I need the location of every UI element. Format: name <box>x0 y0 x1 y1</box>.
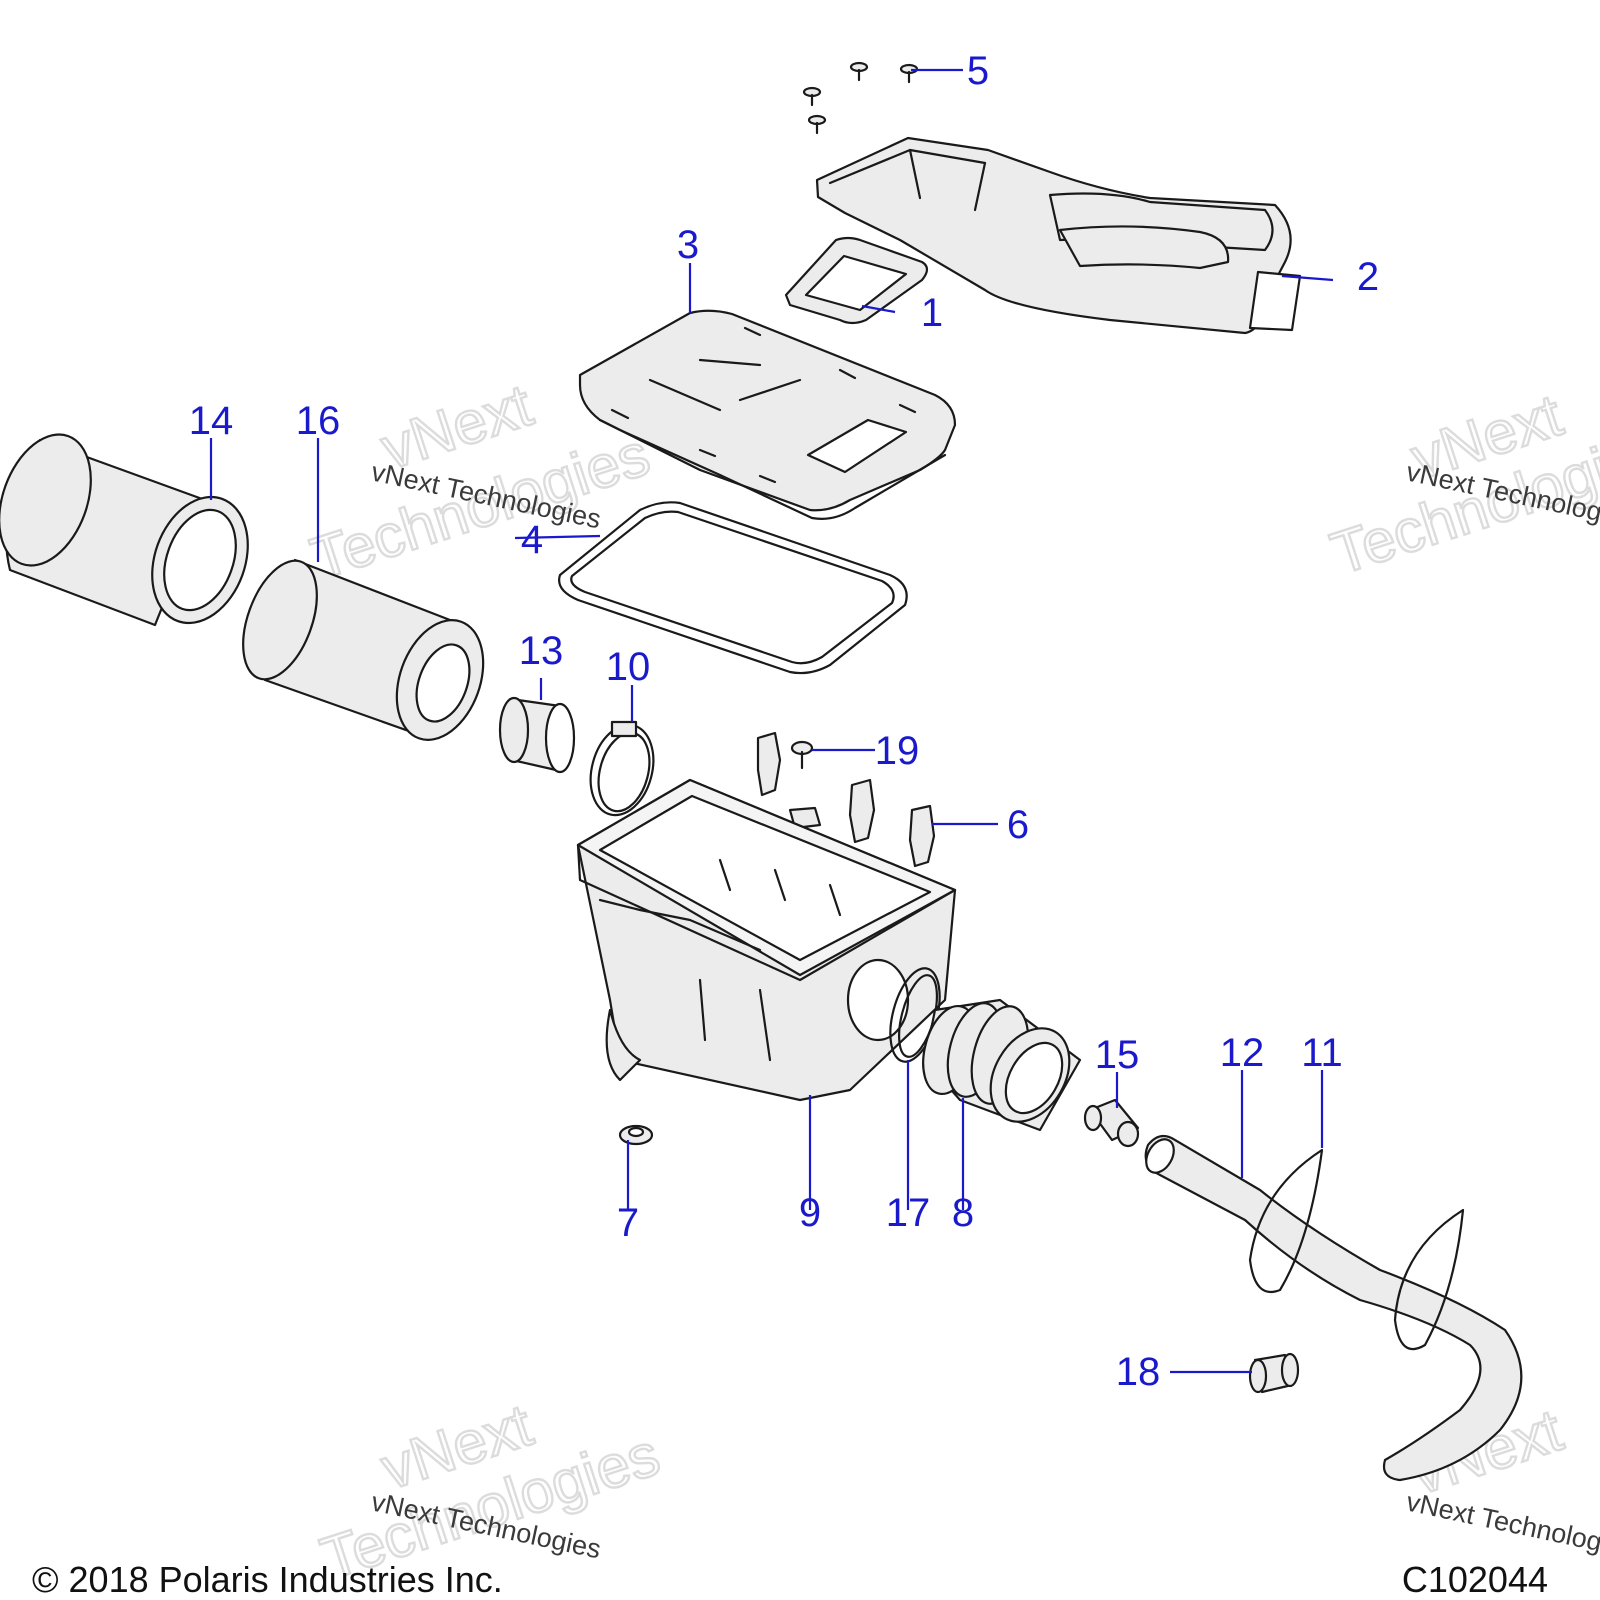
part-screw-19 <box>790 740 814 770</box>
footer: © 2018 Polaris Industries Inc. C102044 <box>32 1559 1548 1600</box>
part-hose-clamp <box>589 720 655 817</box>
leader-lines <box>209 68 1334 1374</box>
part-tie-straps <box>1248 1148 1465 1351</box>
part-vent-hose <box>1144 1134 1523 1482</box>
callout-number: 7 <box>617 1201 639 1245</box>
part-coupler <box>498 696 576 774</box>
part-airbox-cover <box>578 309 957 520</box>
part-airbox-housing <box>576 778 957 1102</box>
callout-number: 18 <box>1116 1350 1161 1394</box>
part-cover-gasket <box>558 501 908 675</box>
callout-number: 1 <box>921 291 943 335</box>
part-air-filter <box>242 558 485 741</box>
callout-number: 13 <box>519 629 564 673</box>
part-duct-seal <box>784 236 929 325</box>
callout-number: 16 <box>296 399 341 443</box>
callout-number: 5 <box>967 49 989 93</box>
part-pre-filter <box>0 433 249 627</box>
part-fitting <box>1083 1098 1140 1148</box>
callout-number: 10 <box>606 645 651 689</box>
watermark-line: vNext Technologies <box>1404 1487 1600 1565</box>
callout-number: 19 <box>875 729 920 773</box>
callout-number: 17 <box>886 1191 931 1235</box>
callout-number: 9 <box>799 1191 821 1235</box>
part-clips <box>756 731 936 868</box>
part-intake-boot <box>922 998 1082 1132</box>
drawing-id: C102044 <box>1402 1559 1548 1600</box>
callout-number: 6 <box>1007 803 1029 847</box>
part-intake-duct <box>815 136 1302 335</box>
callout-number: 4 <box>521 518 543 562</box>
callout-number: 2 <box>1357 255 1379 299</box>
callout-number: 14 <box>189 399 234 443</box>
part-small-clamp <box>1248 1352 1300 1394</box>
callout-number: 8 <box>952 1191 974 1235</box>
callout-number: 3 <box>677 223 699 267</box>
copyright-notice: © 2018 Polaris Industries Inc. <box>32 1559 503 1600</box>
part-grommet <box>618 1124 654 1146</box>
watermark-ghost-logos: vNext Technologies vNext Technologies vN… <box>302 370 1600 1594</box>
callout-labels: 1 2 3 4 5 6 7 8 9 10 11 12 13 14 15 16 1… <box>189 49 1379 1394</box>
callout-number: 12 <box>1220 1031 1265 1075</box>
callout-number: 11 <box>1301 1031 1343 1075</box>
callout-number: 15 <box>1095 1033 1140 1077</box>
part-screws <box>802 61 919 135</box>
